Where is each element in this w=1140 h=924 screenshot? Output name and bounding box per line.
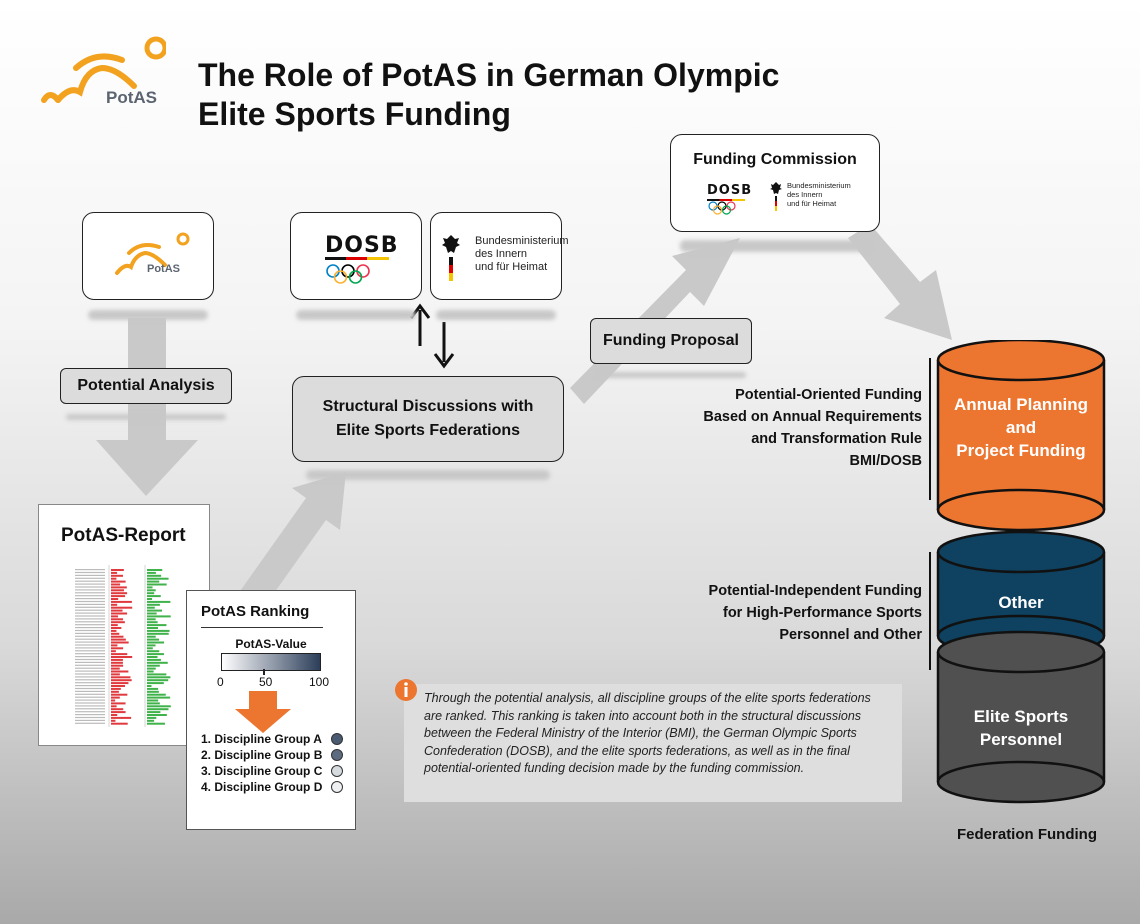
bmi-label: Bundesministerium des Innern und für Hei… <box>475 235 569 273</box>
cylinder-annual-planning: Annual Planning and Project Funding <box>953 395 1089 460</box>
ranking-item-b: 2. Discipline Group B <box>201 747 343 763</box>
dosb-box: DOSB <box>290 212 422 300</box>
funding-commission-box: Funding Commission DOSB Bundesministeriu… <box>670 134 880 232</box>
title-line-2: Elite Sports Funding <box>198 96 511 132</box>
info-icon <box>395 679 417 701</box>
ranking-list: 1. Discipline Group A 2. Discipline Grou… <box>201 731 343 795</box>
potas-logo: PotAS <box>36 30 168 112</box>
potential-independent-text: Potential-Independent Funding for High-P… <box>708 583 922 643</box>
federal-eagle-icon-small <box>770 182 782 211</box>
olympic-rings-icon-small <box>708 201 736 215</box>
runner-icon <box>41 36 168 103</box>
ranking-title: PotAS Ranking <box>201 603 310 620</box>
dosb-label: DOSB <box>325 233 399 258</box>
bmi-box: Bundesministerium des Innern und für Hei… <box>430 212 569 300</box>
ranking-item-c: 3. Discipline Group C <box>201 763 343 779</box>
orange-down-arrow-icon <box>235 691 291 733</box>
ranking-item-a: 1. Discipline Group A <box>201 731 343 747</box>
runner-icon-small <box>115 232 190 275</box>
info-box: Through the potential analysis, all disc… <box>404 684 902 802</box>
cylinder-other: Other <box>998 593 1044 612</box>
ranking-item-d: 4. Discipline Group D <box>201 779 343 795</box>
funding-proposal-label: Funding Proposal <box>590 318 752 364</box>
scale-mid: 50 <box>259 675 273 689</box>
page-title: The Role of PotAS in German Olympic Elit… <box>198 56 898 134</box>
ranking-gradient-scale <box>221 653 321 671</box>
report-title: PotAS-Report <box>61 525 186 546</box>
potas-ranking: PotAS Ranking PotAS-Value 0 50 100 1. Di… <box>186 590 356 830</box>
federal-eagle-icon <box>442 235 460 281</box>
cylinder-elite-personnel: Elite Sports Personnel <box>973 707 1069 749</box>
potas-box: PotAS <box>82 212 214 300</box>
funding-cylinders <box>936 340 1106 804</box>
arrow-ranking-structural <box>238 472 346 610</box>
logo-text: PotAS <box>106 88 157 107</box>
title-line-1: The Role of PotAS in German Olympic <box>198 57 780 93</box>
scale-min: 0 <box>217 675 224 689</box>
federation-funding-label: Federation Funding <box>957 826 1097 843</box>
potas-report: PotAS-Report <box>38 504 210 746</box>
info-text: Through the potential analysis, all disc… <box>424 691 871 775</box>
potential-analysis-label: Potential Analysis <box>60 368 232 404</box>
arrow-down-potas <box>96 318 198 496</box>
arrow-commission-cylinder <box>848 224 952 340</box>
report-table-thumbnail <box>75 565 171 727</box>
potas-box-label: PotAS <box>147 263 180 275</box>
potential-oriented-text: Potential-Oriented Funding Based on Annu… <box>703 387 922 469</box>
olympic-rings-icon <box>326 264 370 284</box>
structural-discussions-box: Structural Discussions with Elite Sports… <box>292 376 564 462</box>
ranking-value-label: PotAS-Value <box>235 637 307 651</box>
funding-commission-title: Funding Commission <box>693 151 857 168</box>
scale-max: 100 <box>309 675 330 689</box>
